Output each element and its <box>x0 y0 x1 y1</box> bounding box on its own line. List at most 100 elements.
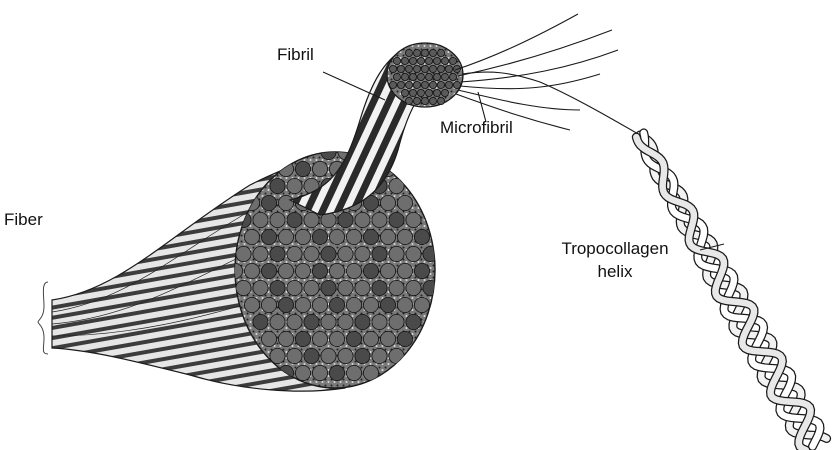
microfibril-end <box>393 73 400 80</box>
fibril-end <box>355 348 370 363</box>
fibril-end <box>338 314 353 329</box>
microfibril-end <box>433 89 440 96</box>
fibril-end <box>355 280 370 295</box>
fibril-end <box>287 348 302 363</box>
microfibril-end <box>429 49 436 56</box>
fibril-end <box>304 246 319 261</box>
microfibril-end <box>437 65 444 72</box>
fibril-end <box>304 212 319 227</box>
fibril-end <box>304 314 319 329</box>
fibril-end <box>414 263 429 278</box>
fibril-end <box>355 212 370 227</box>
fibril-label: Fibril <box>277 45 314 65</box>
microfibril-end <box>401 73 408 80</box>
fibril-end <box>287 212 302 227</box>
fibril-end <box>338 348 353 363</box>
fibril-end <box>338 280 353 295</box>
fibril-end <box>389 178 404 193</box>
fibril-end <box>397 229 412 244</box>
fibril-end <box>355 314 370 329</box>
microfibril-end <box>433 57 440 64</box>
microfibril-end <box>425 73 432 80</box>
microfibril-end <box>397 65 404 72</box>
microfibril-end <box>433 73 440 80</box>
microfibril-end <box>421 97 428 104</box>
fibril-end <box>363 331 378 346</box>
fibril-end <box>372 246 387 261</box>
fibril-end <box>389 246 404 261</box>
fibril-end <box>406 314 421 329</box>
fibril-end <box>372 314 387 329</box>
fiber-label: Fiber <box>4 210 43 230</box>
fibril-end <box>278 297 293 312</box>
microfibril-end <box>449 57 456 64</box>
fibril-end <box>304 348 319 363</box>
microfibril-end <box>445 65 452 72</box>
fibril-end <box>261 297 276 312</box>
fibril-end <box>423 280 438 295</box>
fibril-end <box>312 365 327 380</box>
fibril-end <box>270 314 285 329</box>
fibril-end <box>346 229 361 244</box>
fibril-end <box>295 263 310 278</box>
fibril-end <box>346 331 361 346</box>
fibril-end <box>397 263 412 278</box>
fibril-end <box>397 195 412 210</box>
fibril-end <box>372 212 387 227</box>
fibril-end <box>270 212 285 227</box>
fibril-end <box>346 263 361 278</box>
microfibril-end <box>441 89 448 96</box>
fibril-end <box>295 297 310 312</box>
microfibril-end <box>409 89 416 96</box>
fibril-end <box>312 297 327 312</box>
fibril-end <box>261 195 276 210</box>
fibril-end <box>278 263 293 278</box>
fibril-end <box>321 348 336 363</box>
fibril-end <box>338 212 353 227</box>
fibril-end <box>380 297 395 312</box>
fibril-end <box>321 314 336 329</box>
fibril-end <box>321 246 336 261</box>
fibril-end <box>270 246 285 261</box>
microfibril-end <box>393 57 400 64</box>
tropocollagen-helix <box>636 133 826 450</box>
microfibril-end <box>437 97 444 104</box>
fibril-end <box>363 297 378 312</box>
fibril-end <box>253 246 268 261</box>
fiber-bracket <box>38 282 48 354</box>
fibril-end <box>329 365 344 380</box>
fibril-end <box>406 246 421 261</box>
tropocollagen-label-line1: Tropocollagen <box>540 239 690 259</box>
fibril-end <box>397 331 412 346</box>
microfibril-end <box>405 97 412 104</box>
fibril-end <box>380 195 395 210</box>
fibril-end <box>236 246 251 261</box>
fibril-end <box>346 365 361 380</box>
fibril-end <box>372 348 387 363</box>
fibril-end <box>287 280 302 295</box>
microfibril-end <box>437 81 444 88</box>
fibril-end <box>355 246 370 261</box>
fibril-end <box>312 331 327 346</box>
microfibril-end <box>409 57 416 64</box>
fibril-end <box>406 280 421 295</box>
fibril-end <box>261 229 276 244</box>
fibril-end <box>270 280 285 295</box>
fibril-end <box>389 212 404 227</box>
fibril-end <box>363 365 378 380</box>
fibril-end <box>287 314 302 329</box>
fibril-end <box>329 297 344 312</box>
microfibril-end <box>441 73 448 80</box>
fibril-end <box>380 229 395 244</box>
microfibril-end <box>401 89 408 96</box>
fibril-end <box>389 314 404 329</box>
fibril-end <box>244 263 259 278</box>
microfibril-end <box>413 81 420 88</box>
microfibril-end <box>449 73 456 80</box>
fibril-end <box>380 331 395 346</box>
microfibril-end <box>425 57 432 64</box>
microfibril-end <box>389 81 396 88</box>
microfibril-end <box>417 89 424 96</box>
fibril-end <box>397 297 412 312</box>
